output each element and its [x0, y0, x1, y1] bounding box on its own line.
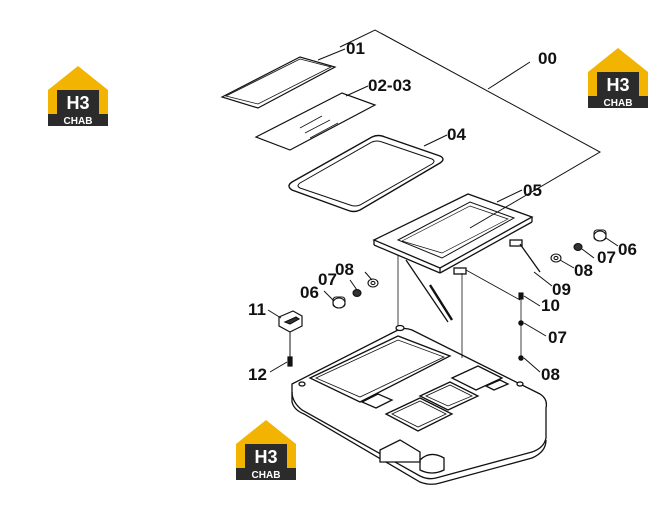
- logo-caption: CHAB: [604, 98, 633, 109]
- hardware-stack: [518, 292, 524, 361]
- callout-02-03: 02-03: [368, 76, 411, 95]
- logo-top-right: H3 CHAB: [588, 48, 648, 109]
- part-roof-frame: [372, 193, 534, 275]
- callout-04: 04: [447, 125, 466, 144]
- callout-12: 12: [248, 365, 267, 384]
- logo-letters: H3: [66, 93, 89, 113]
- part-screw: [287, 356, 293, 367]
- leader-lines: [267, 29, 619, 373]
- hardware-left: [332, 278, 379, 309]
- part-gas-struts: [405, 243, 541, 323]
- callout-08-left: 08: [335, 260, 354, 279]
- callout-06-left: 06: [300, 283, 319, 302]
- callout-labels: 00 01 02-03 04 05 06 07 08 09 10 07 08 0…: [248, 39, 637, 384]
- callout-00: 00: [538, 49, 557, 68]
- part-cab-roof: [291, 324, 548, 485]
- callout-11: 11: [248, 300, 266, 319]
- logo-letters: H3: [254, 447, 277, 467]
- logo-caption: CHAB: [252, 470, 281, 481]
- callout-05: 05: [523, 181, 542, 200]
- callout-01: 01: [346, 39, 365, 58]
- logo-caption: CHAB: [64, 116, 93, 127]
- callout-06-right: 06: [618, 240, 637, 259]
- callout-08-stack: 08: [541, 365, 560, 384]
- callout-07-stack: 07: [548, 328, 567, 347]
- logo-letters: H3: [606, 75, 629, 95]
- logo-bottom: H3 CHAB: [236, 420, 296, 481]
- part-latch: [278, 310, 303, 333]
- part-seal-frame: [288, 134, 444, 213]
- callout-07-left: 07: [318, 270, 337, 289]
- logo-top-left: H3 CHAB: [48, 66, 108, 127]
- hardware-right: [550, 229, 607, 263]
- callout-09: 09: [552, 280, 571, 299]
- callout-10: 10: [541, 296, 560, 315]
- part-glass-pane: [220, 56, 337, 109]
- callout-08-right: 08: [574, 261, 593, 280]
- callout-07-right: 07: [597, 248, 616, 267]
- part-film-sheet: [254, 92, 377, 151]
